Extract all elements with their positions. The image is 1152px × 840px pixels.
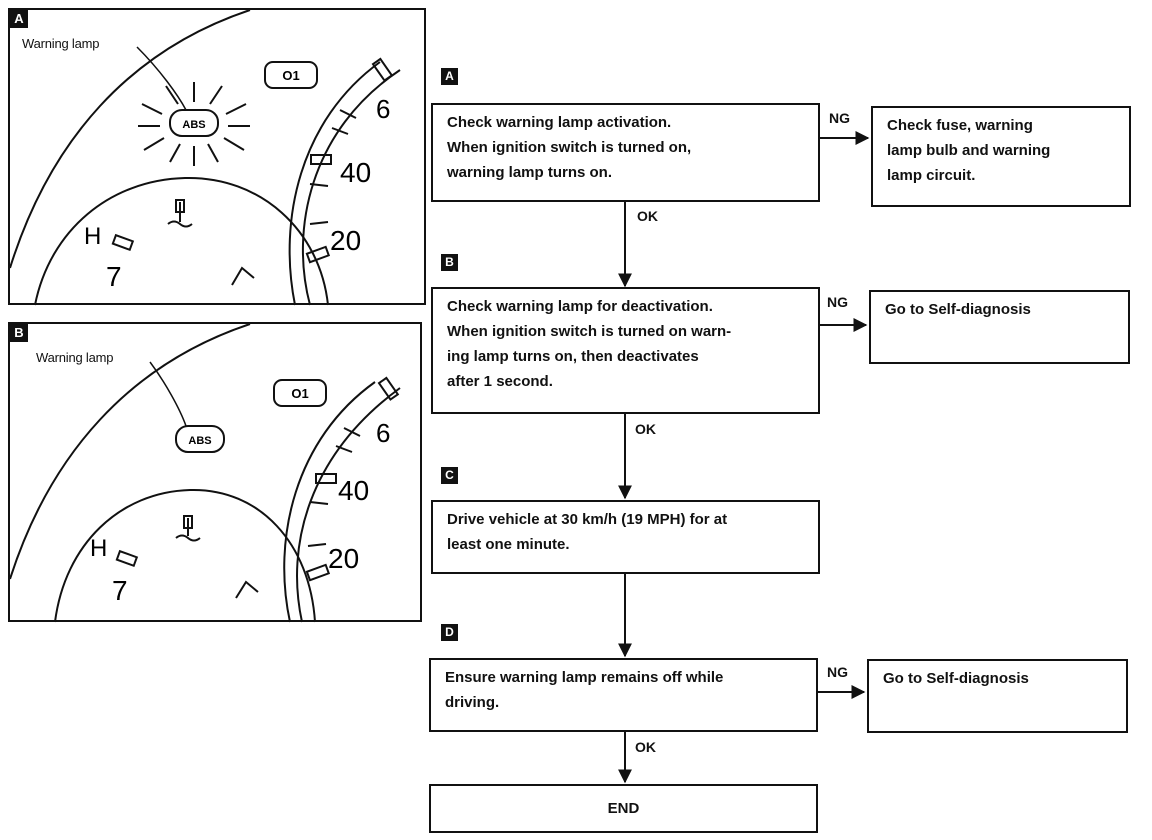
step-b-line-4: after 1 second. <box>447 373 553 390</box>
step-c-line-2: least one minute. <box>447 536 570 553</box>
ng-label-d: NG <box>827 664 848 680</box>
instrument-cluster-panel-a: ABS O1 <box>8 8 426 306</box>
step-tag-c: C <box>441 467 458 484</box>
warning-lamp-icon-b: ABS <box>175 425 225 453</box>
svg-text:40: 40 <box>340 157 371 188</box>
warning-lamp-label-b: Warning lamp <box>36 350 114 365</box>
svg-text:ABS: ABS <box>188 435 211 447</box>
svg-text:ABS: ABS <box>182 119 205 131</box>
ng-result-a-line-3: lamp circuit. <box>887 167 976 184</box>
step-a-line-3: warning lamp turns on. <box>447 164 613 181</box>
step-tag-a: A <box>441 68 458 85</box>
ng-result-box-b: Go to Self-diagnosis <box>869 290 1130 364</box>
step-b-line-1: Check warning lamp for deactivation. <box>447 298 713 315</box>
ok-label-a: OK <box>637 208 658 224</box>
step-a-line-1: Check warning lamp activation. <box>447 114 672 131</box>
step-b-line-2: When ignition switch is turned on warn- <box>447 323 732 340</box>
ng-label-a: NG <box>829 110 850 126</box>
step-d-line-2: driving. <box>445 694 500 711</box>
end-box: END <box>429 784 818 833</box>
ng-result-d-line-1: Go to Self-diagnosis <box>883 670 1029 687</box>
step-box-b: Check warning lamp for deactivation. Whe… <box>431 287 820 414</box>
ng-label-b: NG <box>827 294 848 310</box>
svg-text:6: 6 <box>376 94 390 124</box>
panel-badge-b: B <box>10 324 28 342</box>
ok-label-b: OK <box>635 421 656 437</box>
svg-text:40: 40 <box>338 475 369 506</box>
instrument-cluster-illustration-b: ABS O1 6 40 20 H 7 <box>10 324 401 623</box>
step-d-line-1: Ensure warning lamp remains off while <box>445 669 724 686</box>
step-b-line-3: ing lamp turns on, then deactivates <box>447 348 699 365</box>
svg-text:6: 6 <box>376 418 390 448</box>
ng-result-box-d: Go to Self-diagnosis <box>867 659 1128 733</box>
step-c-line-1: Drive vehicle at 30 km/h (19 MPH) for at <box>447 511 728 528</box>
svg-text:O1: O1 <box>291 386 308 401</box>
svg-text:H: H <box>90 535 107 562</box>
instrument-cluster-illustration-a: ABS O1 <box>10 10 401 306</box>
svg-text:20: 20 <box>330 225 361 256</box>
step-tag-b: B <box>441 254 458 271</box>
panel-badge-a: A <box>10 10 28 28</box>
svg-text:7: 7 <box>112 575 128 606</box>
ng-result-b-line-1: Go to Self-diagnosis <box>885 301 1031 318</box>
svg-text:7: 7 <box>106 261 122 292</box>
warning-lamp-icon-a: ABS <box>138 82 250 166</box>
step-box-d: Ensure warning lamp remains off while dr… <box>429 658 818 732</box>
ng-result-a-line-1: Check fuse, warning <box>887 117 1033 134</box>
svg-text:H: H <box>84 223 101 250</box>
svg-text:O1: O1 <box>282 68 299 83</box>
step-box-a: Check warning lamp activation. When igni… <box>431 103 820 202</box>
ok-label-d: OK <box>635 739 656 755</box>
ng-result-box-a: Check fuse, warning lamp bulb and warnin… <box>871 106 1131 207</box>
step-a-line-2: When ignition switch is turned on, <box>447 139 692 156</box>
step-box-c: Drive vehicle at 30 km/h (19 MPH) for at… <box>431 500 820 574</box>
ng-result-a-line-2: lamp bulb and warning <box>887 142 1051 159</box>
end-label: END <box>607 800 640 817</box>
step-tag-d: D <box>441 624 458 641</box>
warning-lamp-label-a: Warning lamp <box>22 36 100 51</box>
instrument-cluster-panel-b: ABS O1 6 40 20 H 7 B Warning lamp <box>8 322 422 623</box>
svg-text:20: 20 <box>328 543 359 574</box>
